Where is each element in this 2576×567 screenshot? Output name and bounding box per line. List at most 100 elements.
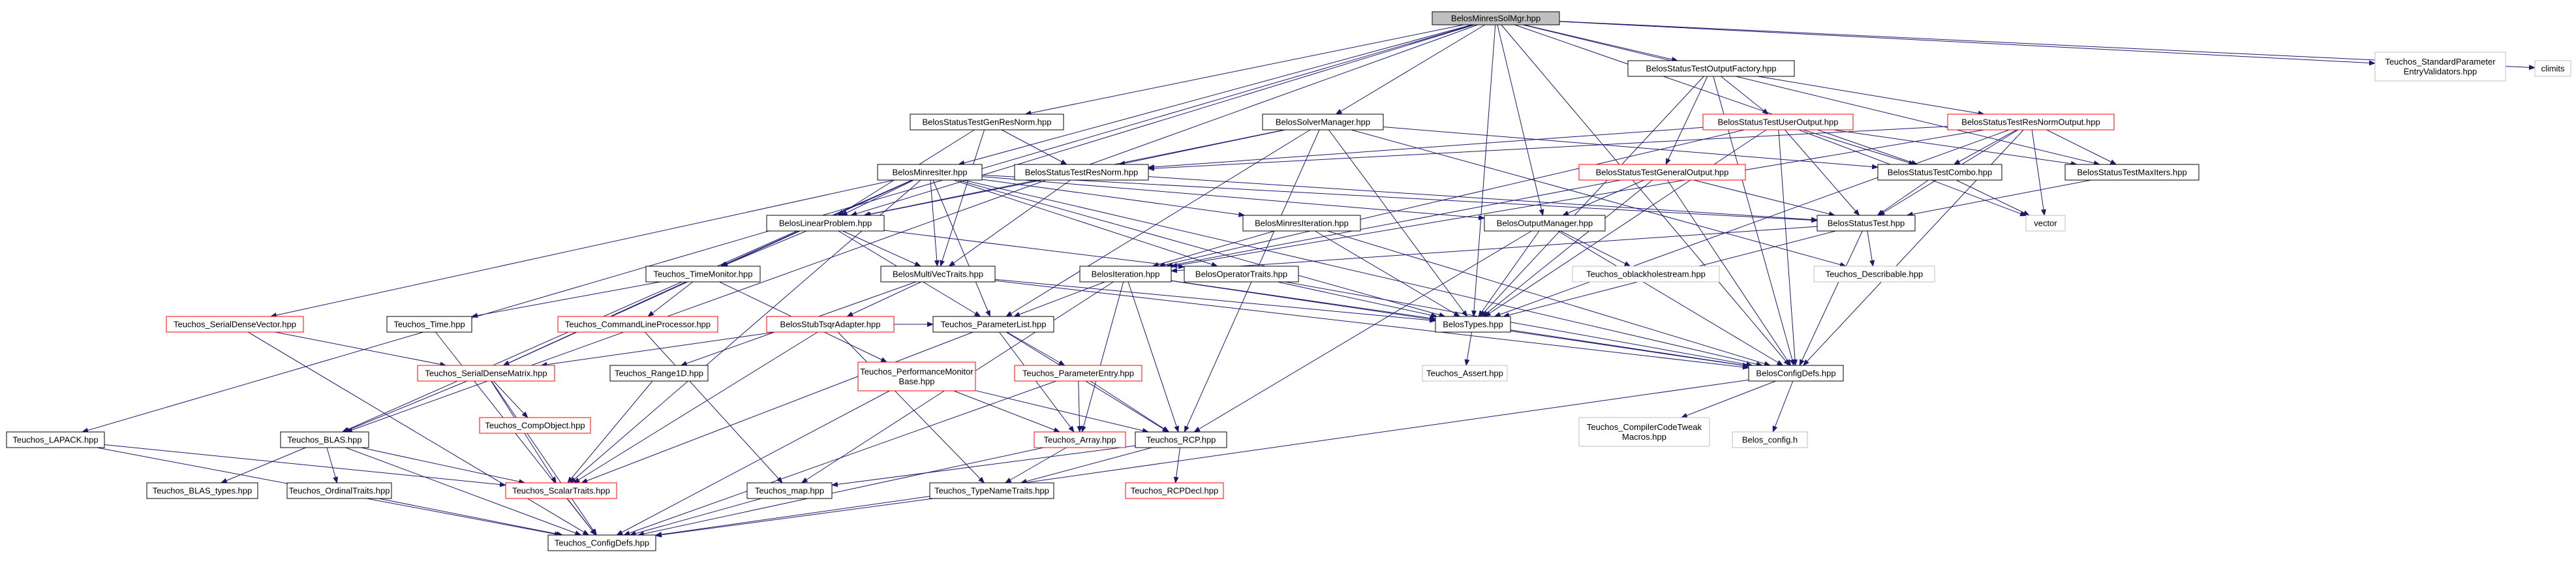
node-generaloutput[interactable]: BelosStatusTestGeneralOutput.hpp bbox=[1578, 164, 1746, 181]
node-label: BelosStatusTestGenResNorm.hpp bbox=[923, 117, 1052, 127]
node-map[interactable]: Teuchos_map.hpp bbox=[746, 482, 833, 499]
edge-resnormoutput-to-combo bbox=[1953, 129, 2017, 165]
node-box bbox=[932, 316, 1054, 333]
edge-belostypes-to-configdefs bbox=[1510, 329, 1749, 368]
edge-outmgr-to-oblackhole bbox=[1560, 230, 1631, 267]
edge-rcp-to-map bbox=[831, 445, 1136, 487]
node-time[interactable]: Teuchos_Time.hpp bbox=[386, 316, 472, 333]
node-label: Teuchos_RCPDecl.hpp bbox=[1131, 486, 1218, 496]
edge-mvtraits-to-configdefs bbox=[994, 280, 1749, 370]
node-useroutput[interactable]: BelosStatusTestUserOutput.hpp bbox=[1702, 114, 1854, 130]
node-combo[interactable]: BelosStatusTestCombo.hpp bbox=[1877, 164, 2002, 181]
node-timemon[interactable]: Teuchos_TimeMonitor.hpp bbox=[645, 266, 761, 283]
node-label: Teuchos_RCP.hpp bbox=[1146, 435, 1216, 445]
node-label-line: EntryValidators.hpp bbox=[2404, 67, 2477, 76]
node-label: BelosConfigDefs.hpp bbox=[1756, 369, 1835, 378]
node-box bbox=[1034, 431, 1126, 448]
node-describable[interactable]: Teuchos_Describable.hpp bbox=[1813, 266, 1935, 283]
node-miniteration[interactable]: BelosMinresIteration.hpp bbox=[1242, 215, 1361, 232]
node-solvermgr[interactable]: BelosSolverManager.hpp bbox=[1262, 114, 1384, 130]
node-rcp[interactable]: Teuchos_RCP.hpp bbox=[1135, 431, 1227, 448]
edge-timemon-to-time bbox=[471, 281, 661, 318]
edge-typenametraits-to-tconfigdefs bbox=[655, 498, 934, 538]
node-belostypes[interactable]: BelosTypes.hpp bbox=[1435, 316, 1511, 333]
node-root[interactable]: BelosMinresSolMgr.hpp bbox=[1432, 11, 1560, 25]
edge-iteration-to-paramlist bbox=[1013, 281, 1105, 317]
node-array[interactable]: Teuchos_Array.hpp bbox=[1034, 431, 1126, 448]
node-label: vector bbox=[2034, 219, 2057, 228]
node-box bbox=[1572, 266, 1720, 283]
edge-ordinaltraits-to-tconfigdefs bbox=[378, 498, 564, 537]
node-scalartraits[interactable]: Teuchos_ScalarTraits.hpp bbox=[505, 482, 617, 499]
edge-statustest-to-describable bbox=[1867, 230, 1875, 267]
node-compobject[interactable]: Teuchos_CompObject.hpp bbox=[479, 417, 591, 434]
node-typenametraits[interactable]: Teuchos_TypeNameTraits.hpp bbox=[929, 482, 1054, 499]
node-label: Teuchos_Array.hpp bbox=[1043, 435, 1116, 445]
node-resnormoutput[interactable]: BelosStatusTestResNormOutput.hpp bbox=[1947, 114, 2115, 130]
node-label-line: Teuchos_ParameterList.hpp bbox=[941, 320, 1047, 329]
node-mvtraits[interactable]: BelosMultiVecTraits.hpp bbox=[880, 266, 996, 283]
edge-stubtsqr-to-sdmatrix bbox=[540, 331, 776, 367]
node-stubtsqr[interactable]: BelosStubTsqrAdapter.hpp bbox=[766, 316, 895, 333]
edge-iteration-to-rcp bbox=[1127, 281, 1179, 433]
node-vector[interactable]: vector bbox=[2025, 215, 2066, 232]
node-sdvector[interactable]: Teuchos_SerialDenseVector.hpp bbox=[166, 316, 304, 333]
node-iteration[interactable]: BelosIteration.hpp bbox=[1079, 266, 1172, 283]
node-ordinaltraits[interactable]: Teuchos_OrdinalTraits.hpp bbox=[286, 482, 392, 499]
edge-blas-to-tconfigdefs bbox=[345, 447, 582, 536]
node-genresnorm[interactable]: BelosStatusTestGenResNorm.hpp bbox=[910, 114, 1064, 130]
node-oblackhole[interactable]: Teuchos_oblackholestream.hpp bbox=[1572, 266, 1720, 283]
node-range1d[interactable]: Teuchos_Range1D.hpp bbox=[609, 365, 709, 382]
node-paramlist[interactable]: Teuchos_ParameterList.hpp bbox=[932, 316, 1054, 333]
node-label: BelosMinresIter.hpp bbox=[893, 168, 968, 177]
edge-stubtsqr-to-scalartraits bbox=[573, 331, 818, 483]
node-cmdline[interactable]: Teuchos_CommandLineProcessor.hpp bbox=[557, 316, 718, 333]
node-minresiter[interactable]: BelosMinresIter.hpp bbox=[877, 164, 983, 181]
node-label: BelosMultiVecTraits.hpp bbox=[893, 269, 983, 279]
edge-minresiter-to-miniteration bbox=[981, 179, 1246, 217]
edge-linprob-to-optraits bbox=[883, 230, 1185, 269]
node-maxiters[interactable]: BelosStatusTestMaxIters.hpp bbox=[2064, 164, 2200, 181]
node-label-line: BelosMinresIter.hpp bbox=[893, 168, 968, 177]
edge-rcp-to-rcpdecl bbox=[1173, 447, 1180, 483]
edge-lapack-to-scalartraits bbox=[104, 444, 506, 487]
node-linprob[interactable]: BelosLinearProblem.hpp bbox=[766, 215, 885, 232]
node-configdefs[interactable]: BelosConfigDefs.hpp bbox=[1748, 365, 1844, 382]
node-outmgr[interactable]: BelosOutputManager.hpp bbox=[1484, 215, 1606, 232]
edge-cmdline-to-map bbox=[645, 331, 783, 483]
node-label-line: vector bbox=[2034, 219, 2057, 228]
node-climits[interactable]: climits bbox=[2534, 60, 2571, 77]
node-label-line: BelosStatusTestResNorm.hpp bbox=[1025, 168, 1138, 177]
node-box bbox=[910, 114, 1064, 130]
edge-linprob-to-mvtraits bbox=[842, 230, 921, 267]
node-lapack[interactable]: Teuchos_LAPACK.hpp bbox=[6, 431, 105, 448]
node-belosconfigh[interactable]: Belos_config.h bbox=[1732, 431, 1808, 448]
node-box bbox=[2534, 60, 2571, 77]
node-box bbox=[857, 361, 976, 391]
node-outfactory[interactable]: BelosStatusTestOutputFactory.hpp bbox=[1627, 60, 1795, 77]
node-label-line: BelosStatusTestGenResNorm.hpp bbox=[923, 117, 1052, 127]
node-tconfigdefs[interactable]: Teuchos_ConfigDefs.hpp bbox=[547, 534, 656, 551]
edge-iteration-to-array bbox=[1081, 281, 1124, 433]
edge-minresiter-to-linprob bbox=[840, 179, 914, 216]
edge-solvermgr-to-resnorm bbox=[1118, 129, 1285, 166]
edge-minresiter-to-outmgr bbox=[981, 176, 1485, 221]
node-box bbox=[146, 482, 258, 499]
node-blastypes[interactable]: Teuchos_BLAS_types.hpp bbox=[146, 482, 258, 499]
node-resnorm[interactable]: BelosStatusTestResNorm.hpp bbox=[1014, 164, 1149, 181]
node-label: Teuchos_Range1D.hpp bbox=[615, 369, 703, 378]
node-rcpdecl[interactable]: Teuchos_RCPDecl.hpp bbox=[1125, 482, 1224, 499]
node-sdmatrix[interactable]: Teuchos_SerialDenseMatrix.hpp bbox=[417, 365, 555, 382]
node-box bbox=[1079, 266, 1172, 283]
node-optraits[interactable]: BelosOperatorTraits.hpp bbox=[1184, 266, 1299, 283]
node-assert[interactable]: Teuchos_Assert.hpp bbox=[1422, 365, 1508, 382]
node-paramentry[interactable]: Teuchos_ParameterEntry.hpp bbox=[1014, 365, 1142, 382]
node-statustest[interactable]: BelosStatusTest.hpp bbox=[1817, 215, 1916, 232]
node-box bbox=[877, 164, 983, 181]
node-label-line: Teuchos_RCP.hpp bbox=[1146, 435, 1216, 445]
node-blas[interactable]: Teuchos_BLAS.hpp bbox=[280, 431, 369, 448]
node-box bbox=[557, 316, 718, 333]
